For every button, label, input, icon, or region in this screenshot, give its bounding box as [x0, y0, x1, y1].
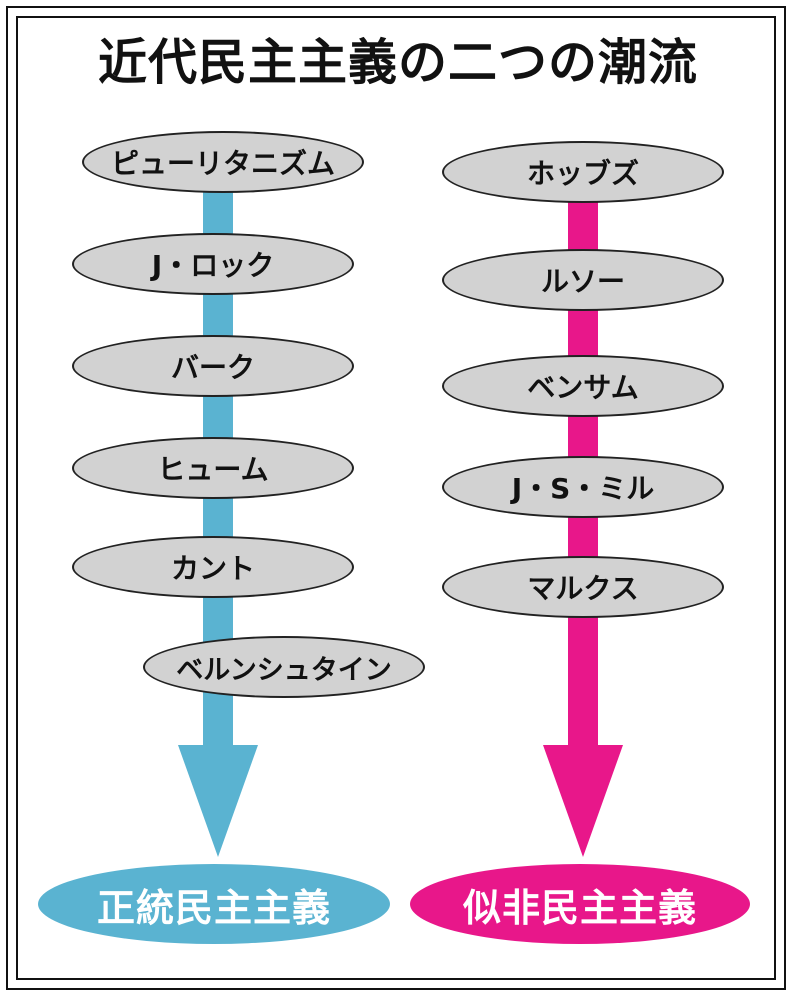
- right-stream-arrow-head: [543, 745, 623, 857]
- right-node-bentham: ベンサム: [442, 355, 724, 417]
- diagram-title: 近代民主主義の二つの潮流: [97, 34, 698, 91]
- right-result-pseudo-democracy: 似非民主主義: [410, 864, 750, 944]
- right-node-rousseau: ルソー: [442, 249, 724, 311]
- right-node-js-mill: J・S・ミル: [442, 456, 724, 518]
- left-node-bernstein: ベルンシュタイン: [143, 636, 425, 698]
- right-node-marx: マルクス: [442, 556, 724, 618]
- left-node-burke: バーク: [72, 335, 354, 397]
- left-node-j-locke: J・ロック: [72, 233, 354, 295]
- left-node-kant: カント: [72, 536, 354, 598]
- left-result-orthodox-democracy: 正統民主主義: [38, 864, 390, 944]
- outer-frame: [6, 6, 786, 990]
- left-node-puritanism: ピューリタニズム: [82, 131, 364, 193]
- left-node-hume: ヒューム: [72, 437, 354, 499]
- inner-frame: [16, 16, 776, 980]
- left-stream-arrow-head: [178, 745, 258, 857]
- right-node-hobbes: ホッブズ: [442, 141, 724, 203]
